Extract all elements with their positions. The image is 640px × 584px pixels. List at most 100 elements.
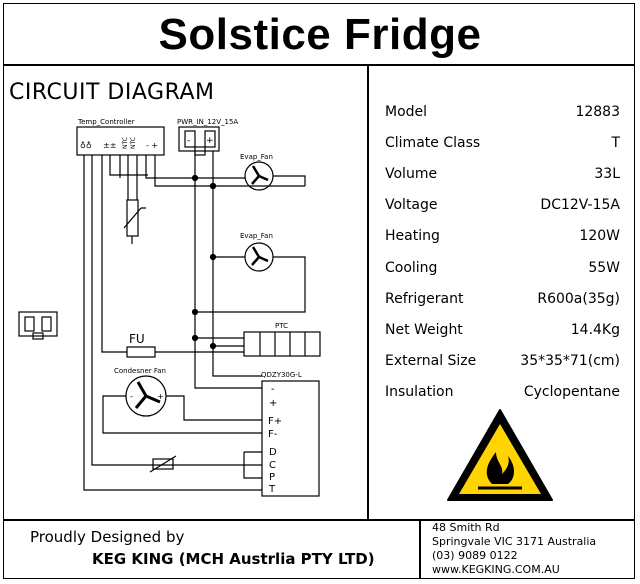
spec-table: Model 12883 Climate Class T Volume 33L Volt… bbox=[385, 96, 620, 408]
spec-value: 120W bbox=[579, 228, 620, 245]
wire bbox=[154, 155, 213, 187]
flammable-warning-icon bbox=[447, 409, 553, 501]
spec-row: Model 12883 bbox=[385, 96, 620, 127]
wire bbox=[195, 256, 306, 313]
spec-row: Insulation Cyclopentane bbox=[385, 377, 620, 408]
temp-controller-pins: ±± bbox=[103, 141, 116, 150]
compressor-ctrl-label: QDZY30G-L bbox=[261, 371, 302, 379]
spec-value: 12883 bbox=[575, 103, 620, 120]
page-frame bbox=[3, 3, 635, 579]
spec-label: Heating bbox=[385, 228, 440, 245]
temp-controller-pins: NTC bbox=[130, 137, 137, 149]
fuse-label: FU bbox=[129, 332, 145, 346]
spec-value: Cyclopentane bbox=[523, 384, 620, 401]
wire bbox=[109, 155, 148, 176]
term-t: T bbox=[268, 484, 276, 495]
power-in-plus: + bbox=[206, 136, 214, 146]
junction bbox=[191, 334, 199, 342]
spec-label: Refrigerant bbox=[385, 290, 464, 307]
power-in-connector bbox=[178, 126, 220, 152]
website-link[interactable]: www.KEGKING.COM.AU bbox=[432, 563, 560, 576]
wire bbox=[212, 186, 262, 377]
power-in-terminal bbox=[184, 130, 196, 148]
term-p: P bbox=[269, 472, 275, 483]
resistor bbox=[152, 458, 174, 470]
term-fminus: F- bbox=[268, 429, 278, 440]
spec-label: Model bbox=[385, 103, 428, 120]
spec-value: 33L bbox=[594, 165, 620, 182]
ptc-heater bbox=[243, 331, 321, 357]
term-minus: - bbox=[271, 384, 275, 395]
spec-row: External Size 35*35*71(cm) bbox=[385, 346, 620, 377]
term-plus: + bbox=[269, 398, 277, 409]
wire bbox=[243, 451, 262, 479]
address-block: 48 Smith Rd Springvale VIC 3171 Australi… bbox=[432, 521, 596, 577]
wire bbox=[194, 178, 262, 389]
ptc-heater-cells bbox=[259, 332, 306, 356]
wire bbox=[83, 155, 262, 491]
spec-label: External Size bbox=[385, 353, 477, 370]
spec-label: Climate Class bbox=[385, 134, 481, 151]
divider bbox=[3, 64, 635, 66]
fuse bbox=[126, 346, 156, 358]
spec-row: Volume 33L bbox=[385, 158, 620, 189]
designed-by-text: Proudly Designed by bbox=[30, 528, 185, 546]
resistor-mark bbox=[149, 455, 177, 473]
page-title: Solstice Fridge bbox=[158, 10, 482, 59]
wire bbox=[145, 175, 195, 179]
junction bbox=[209, 182, 217, 190]
wire bbox=[166, 395, 262, 421]
compressor-controller bbox=[261, 380, 320, 497]
address-line: 48 Smith Rd bbox=[432, 521, 500, 534]
spec-label: Volume bbox=[385, 165, 438, 182]
phone-number: (03) 9089 0122 bbox=[432, 549, 518, 562]
junction bbox=[209, 253, 217, 261]
address-line: Springvale VIC 3171 Australia bbox=[432, 535, 597, 548]
divider bbox=[419, 519, 421, 579]
evap-fan-2-label: Evap_Fan bbox=[240, 232, 273, 240]
temp-controller-label: Temp_Controller bbox=[77, 118, 135, 126]
spec-value: DC12V-15A bbox=[540, 197, 620, 214]
fan-blade-icon bbox=[251, 165, 269, 185]
temp-controller-pins: - + bbox=[146, 141, 158, 150]
wire bbox=[91, 155, 262, 466]
term-d: D bbox=[269, 447, 277, 458]
power-in-label: PWR_IN_12V_15A bbox=[177, 118, 238, 126]
spec-value: 55W bbox=[588, 259, 620, 276]
ntc-sensor-mark bbox=[123, 207, 146, 229]
spec-value: R600a(35g) bbox=[537, 290, 620, 307]
spec-value: 14.4Kg bbox=[570, 321, 620, 338]
fan-blade-icon bbox=[134, 381, 161, 409]
temp-controller-pins: ♁♁ bbox=[80, 141, 92, 150]
condenser-fan-label: Condesner Fan bbox=[114, 367, 166, 375]
spec-value: T bbox=[611, 134, 620, 151]
power-in-minus: - bbox=[187, 136, 190, 146]
junction bbox=[209, 342, 217, 350]
junction bbox=[191, 308, 199, 316]
spec-label: Insulation bbox=[385, 384, 454, 401]
spec-row: Refrigerant R600a(35g) bbox=[385, 283, 620, 314]
spec-label: Voltage bbox=[385, 197, 438, 214]
spec-value: 35*35*71(cm) bbox=[520, 353, 620, 370]
condenser-fan-plus: + bbox=[157, 392, 164, 401]
wire bbox=[213, 175, 306, 187]
wire bbox=[102, 395, 262, 434]
connector-terminal bbox=[41, 316, 52, 332]
power-in-terminal bbox=[204, 130, 216, 148]
evap-fan-1-label: Evap_Fan bbox=[240, 153, 273, 161]
condenser-fan-minus: - bbox=[130, 392, 133, 401]
spec-row: Climate Class T bbox=[385, 127, 620, 158]
divider bbox=[3, 519, 635, 521]
spec-row: Voltage DC12V-15A bbox=[385, 190, 620, 221]
term-c: C bbox=[269, 460, 276, 471]
term-fplus: F+ bbox=[268, 416, 282, 427]
diagram-title: CIRCUIT DIAGRAM bbox=[9, 80, 215, 105]
spec-row: Heating 120W bbox=[385, 221, 620, 252]
temp-controller-pins: NTC bbox=[122, 137, 129, 149]
connector-symbol bbox=[18, 311, 58, 337]
fan-blade-icon bbox=[251, 246, 269, 266]
spec-label: Net Weight bbox=[385, 321, 463, 338]
ptc-label: PTC bbox=[275, 322, 288, 330]
